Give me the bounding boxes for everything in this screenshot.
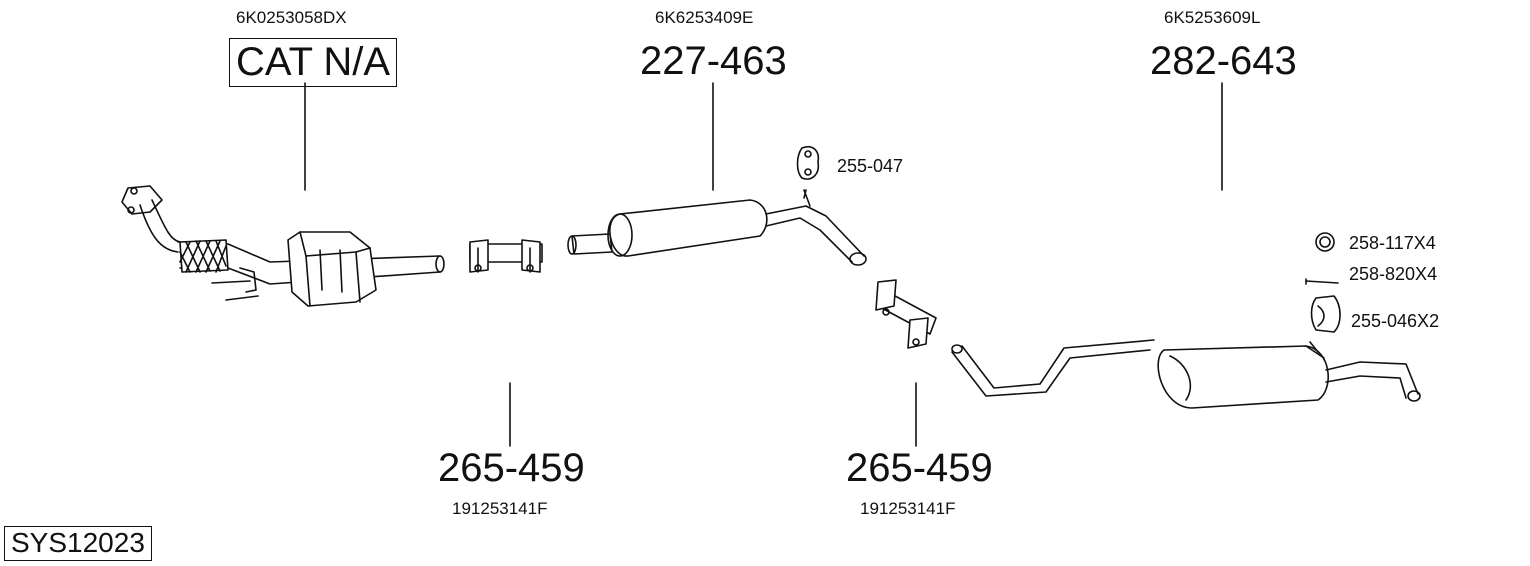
front-silencer-drawing bbox=[567, 189, 867, 266]
clamp-1-drawing bbox=[469, 239, 543, 273]
rear-silencer-drawing bbox=[1157, 341, 1421, 409]
catalytic-converter-drawing bbox=[287, 231, 377, 307]
part-number-cat: CAT N/A bbox=[229, 38, 398, 87]
part-number-clamp-1: 265-459 bbox=[438, 446, 585, 490]
oem-label-front-silencer: 6K6253409E bbox=[655, 8, 754, 27]
hanger-255-047-icon bbox=[796, 146, 820, 180]
accessory-label-255-047: 255-047 bbox=[837, 156, 904, 176]
accessory-label-258-820x4: 258-820X4 bbox=[1349, 264, 1438, 284]
part-number-front-silencer: 227-463 bbox=[640, 39, 787, 83]
accessory-label-258-117x4: 258-117X4 bbox=[1349, 233, 1436, 253]
accessory-label-255-046x2: 255-046X2 bbox=[1351, 311, 1440, 331]
ring-258-117x4-icon bbox=[1315, 232, 1335, 252]
rear-pipe-drawing bbox=[951, 339, 1155, 397]
hanger-255-046x2-icon bbox=[1310, 295, 1341, 333]
system-code-badge: SYS12023 bbox=[4, 526, 152, 561]
oem-label-rear-silencer: 6K5253609L bbox=[1164, 8, 1261, 27]
oem-label-clamp-1: 191253141F bbox=[452, 499, 548, 518]
bolt-258-820x4-icon bbox=[1305, 278, 1339, 285]
part-number-clamp-2: 265-459 bbox=[846, 446, 993, 490]
oem-label-cat: 6K0253058DX bbox=[236, 8, 347, 27]
oem-label-clamp-2: 191253141F bbox=[860, 499, 956, 518]
clamp-2-drawing bbox=[875, 279, 937, 349]
part-number-rear-silencer: 282-643 bbox=[1150, 39, 1297, 83]
front-pipe-drawing bbox=[121, 185, 445, 301]
